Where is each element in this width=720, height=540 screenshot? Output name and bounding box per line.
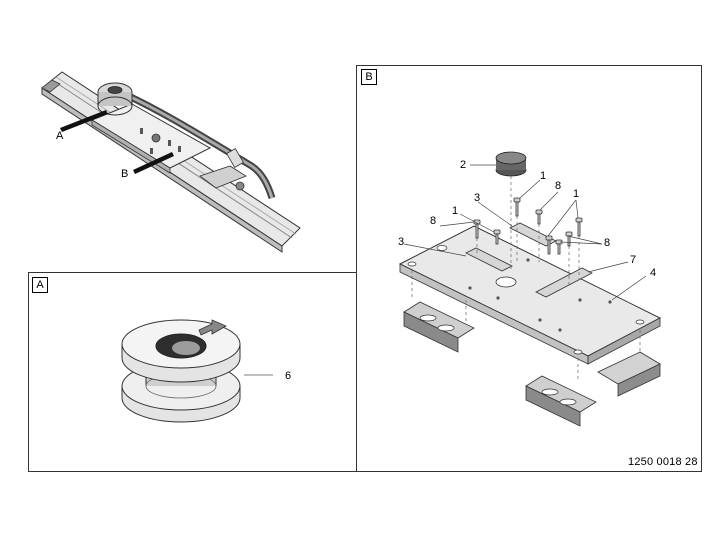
part-label-8-right: 8	[604, 237, 611, 249]
part-label-1-left: 1	[452, 205, 459, 217]
roller-illustration	[121, 319, 273, 423]
part-label-4: 4	[650, 267, 657, 279]
part-label-1-right: 1	[573, 188, 580, 200]
part-label-8-top: 8	[555, 180, 562, 192]
part-label-3-left: 3	[398, 236, 405, 248]
exploded-carriage-illustration	[398, 151, 662, 427]
part-label-1-top: 1	[540, 170, 547, 182]
part-label-7: 7	[630, 254, 637, 266]
panel-a-tag: A	[32, 277, 48, 293]
drawing-reference-number: 1250 0018 28	[628, 456, 698, 468]
part-label-6: 6	[285, 370, 292, 382]
overview-label-a: A	[56, 130, 64, 142]
overview-label-b: B	[121, 168, 129, 180]
overview-illustration	[41, 71, 301, 253]
part-label-2: 2	[460, 159, 467, 171]
part-label-8-left: 8	[430, 215, 437, 227]
panel-b-tag: B	[361, 69, 377, 85]
part-label-3-upper: 3	[474, 192, 481, 204]
